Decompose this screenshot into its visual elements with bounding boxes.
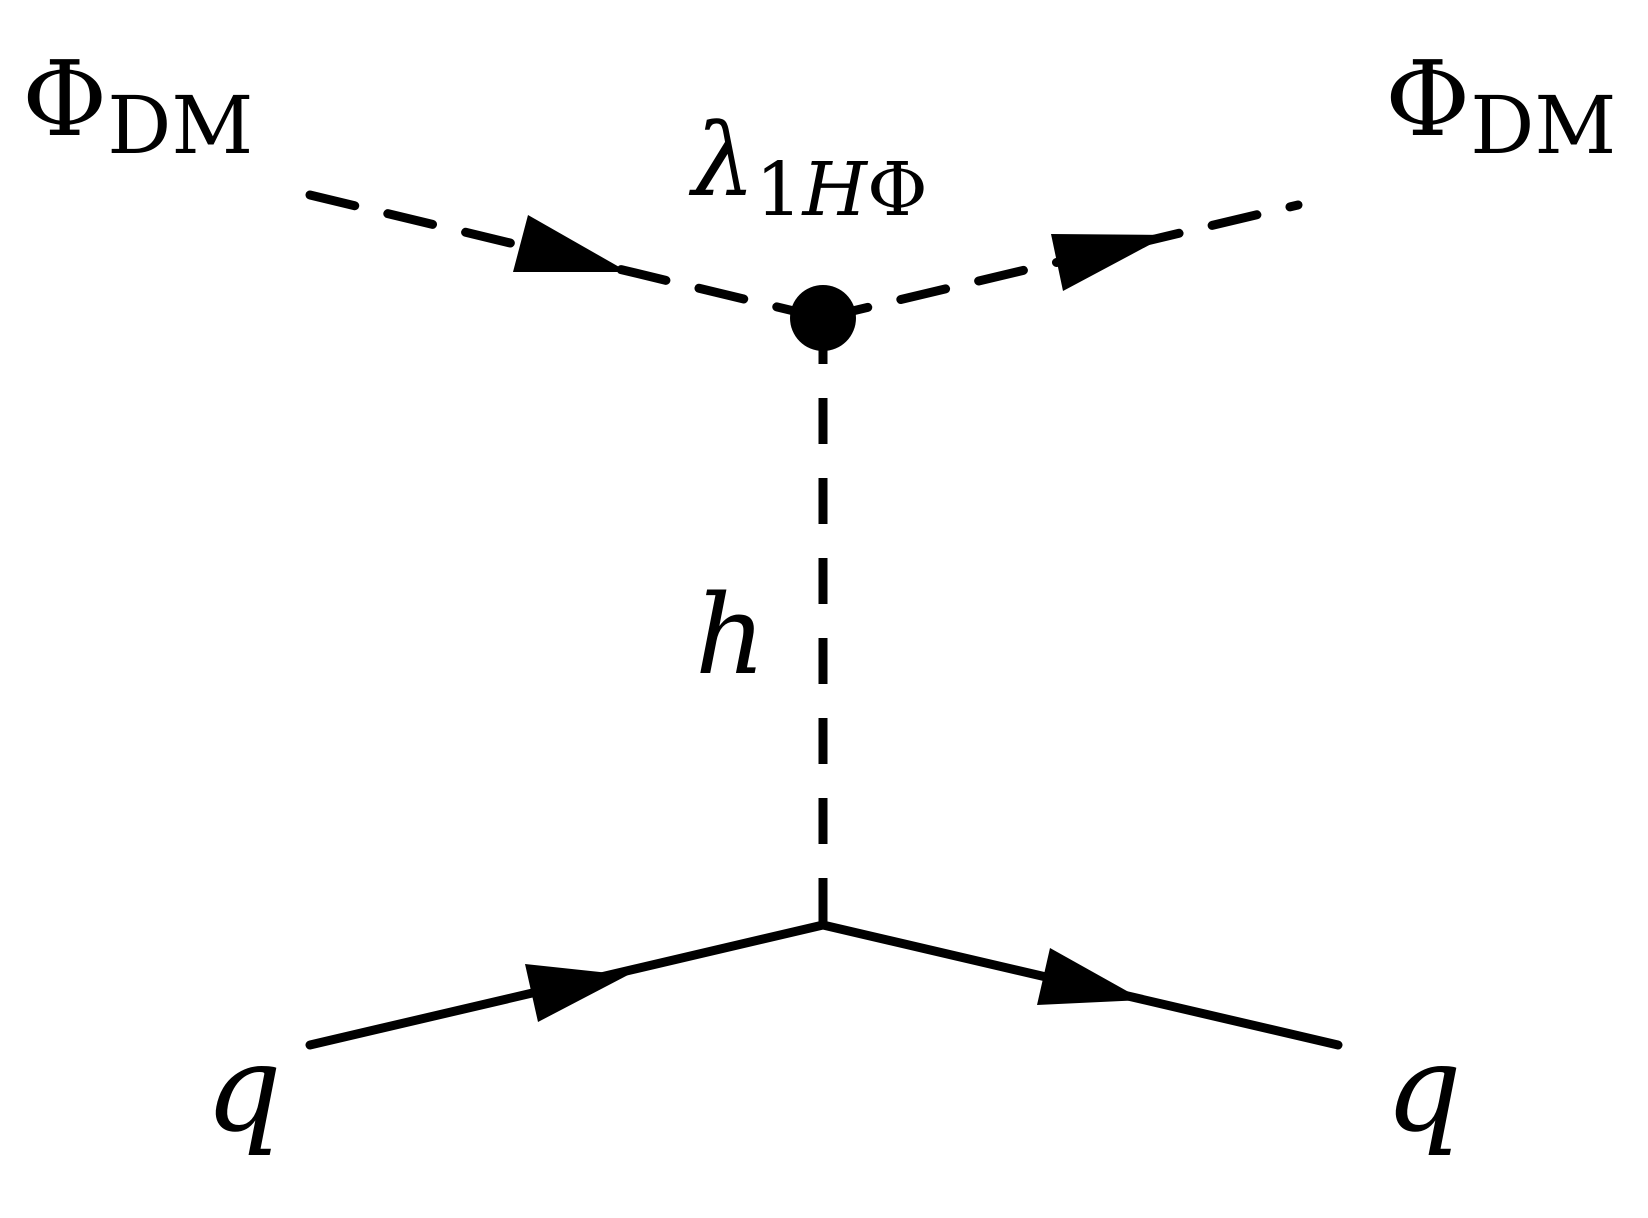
coupling-subscript-h: H	[800, 147, 868, 233]
quark-incoming-label: q	[205, 1020, 282, 1159]
coupling-symbol: λ	[688, 102, 755, 219]
quark-outgoing-line	[818, 920, 1343, 1050]
coupling-label: λ1HΦ	[688, 102, 928, 233]
quark-outgoing-arrow	[1037, 948, 1143, 1005]
dm-incoming-line	[305, 190, 828, 323]
quark-outgoing-label: q	[1385, 1020, 1462, 1159]
quark-incoming-arrow	[525, 964, 628, 1022]
dm-outgoing-line	[818, 200, 1303, 323]
dm-incoming-subscript: DM	[107, 79, 253, 172]
dm-outgoing-label: ΦDM	[1385, 38, 1616, 172]
dm-outgoing-arrow	[1051, 234, 1168, 291]
dm-incoming-symbol: Φ	[22, 38, 107, 160]
dm-outgoing-symbol: Φ	[1385, 38, 1470, 160]
higgs-label: h	[695, 571, 766, 699]
dm-incoming-arrow	[513, 215, 628, 272]
dm-outgoing-subscript: DM	[1470, 79, 1616, 172]
quark-incoming-line	[305, 920, 828, 1050]
coupling-subscript-phi: Φ	[867, 147, 928, 233]
dm-incoming-label: ΦDM	[22, 38, 253, 172]
interaction-vertex	[790, 285, 856, 351]
coupling-subscript-digit: 1	[755, 147, 802, 233]
